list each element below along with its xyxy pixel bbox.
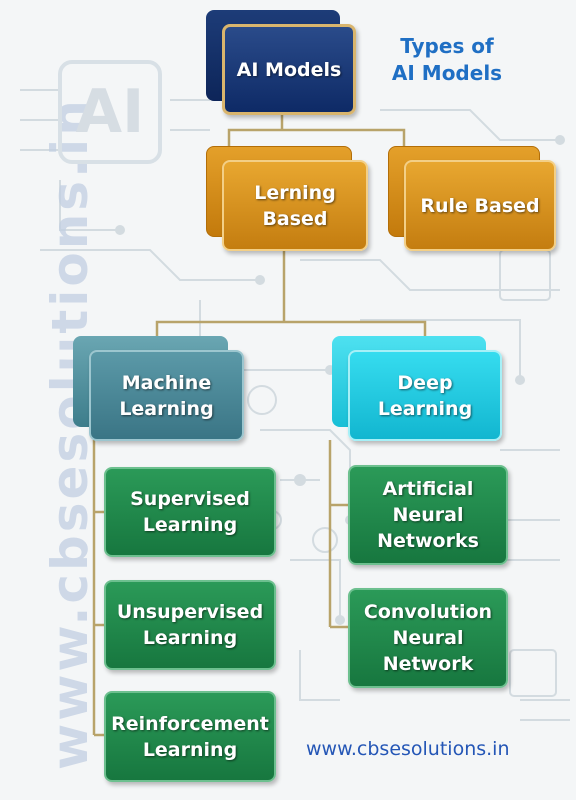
connector-deep-learning xyxy=(328,440,348,629)
node-label-convolution-neural-network: Convolution Neural Network xyxy=(348,588,508,688)
connector-learning-based xyxy=(155,250,427,350)
node-deep-learning: Deep Learning xyxy=(332,336,502,441)
node-label-reinforcement-learning: Reinforcement Learning xyxy=(104,691,276,782)
node-label-ai-models: AI Models xyxy=(222,24,356,115)
node-label-deep-learning: Deep Learning xyxy=(348,350,502,441)
node-label-artificial-neural-networks: Artificial Neural Networks xyxy=(348,465,508,565)
node-label-unsupervised-learning: Unsupervised Learning xyxy=(104,580,276,670)
diagram-title: Types of AI Models xyxy=(372,33,522,87)
node-label-machine-learning: Machine Learning xyxy=(89,350,244,441)
ai-chip-logo: AI xyxy=(58,60,162,164)
node-supervised-learning: Supervised Learning xyxy=(104,467,276,557)
node-unsupervised-learning: Unsupervised Learning xyxy=(104,580,276,670)
title-line-2: AI Models xyxy=(391,61,503,85)
node-ai-models: AI Models xyxy=(206,10,356,115)
title-line-1: Types of xyxy=(400,34,494,58)
node-reinforcement-learning: Reinforcement Learning xyxy=(104,691,276,782)
footer-url: www.cbsesolutions.in xyxy=(306,738,510,760)
node-label-rule-based: Rule Based xyxy=(404,160,556,251)
node-label-supervised-learning: Supervised Learning xyxy=(104,467,276,557)
node-convolution-neural-network: Convolution Neural Network xyxy=(348,588,508,688)
node-rule-based: Rule Based xyxy=(388,146,556,251)
node-machine-learning: Machine Learning xyxy=(73,336,244,441)
node-label-learning-based: Lerning Based xyxy=(222,160,368,251)
node-artificial-neural-networks: Artificial Neural Networks xyxy=(348,465,508,565)
node-learning-based: Lerning Based xyxy=(206,146,368,251)
connector-machine-learning xyxy=(92,440,104,737)
